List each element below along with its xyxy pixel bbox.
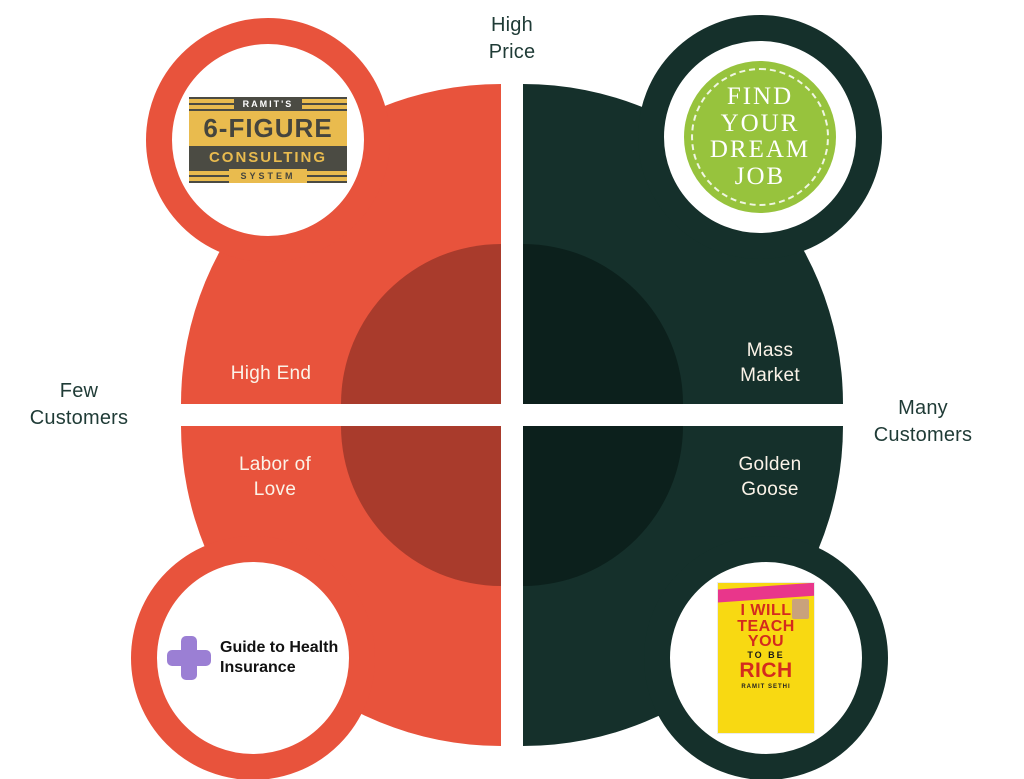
logo-subtitle-text: CONSULTING: [189, 146, 347, 169]
axis-label-line: Price: [488, 41, 536, 63]
quadrant-label-line: Golden: [738, 454, 802, 475]
dream-job-logo-text: FIND YOUR DREAM JOB: [709, 83, 811, 190]
health-title-line: Guide to Health: [220, 639, 339, 657]
logo-system-text: SYSTEM: [229, 169, 307, 183]
quadrant-label-mass-market: Mass Market: [710, 338, 830, 388]
badge-health-insurance: Guide to Health Insurance: [131, 536, 375, 779]
six-figure-consulting-logo: RAMIT'S 6-FIGURE CONSULTING SYSTEM: [189, 97, 347, 183]
author-photo: [792, 599, 809, 619]
quadrant-label-line: Mass: [746, 339, 794, 361]
logo-title-text: 6-FIGURE: [189, 111, 347, 146]
quadrant-label-high-end: High End: [211, 361, 331, 386]
quadrant-label-line: Love: [253, 479, 297, 501]
medical-plus-icon: [167, 636, 211, 680]
book-title-line: TEACH: [737, 617, 795, 635]
book-title-line: I WILL: [740, 602, 792, 619]
axis-label-line: Few: [59, 380, 99, 402]
badge-six-figure-consulting: RAMIT'S 6-FIGURE CONSULTING SYSTEM: [146, 18, 390, 262]
axis-label-line: Customers: [29, 407, 129, 429]
quadrant-label-line: Market: [740, 364, 800, 386]
quadrant-label-line: Labor of: [238, 454, 312, 475]
dashed-ring-decoration: [691, 68, 829, 206]
health-insurance-logo: Guide to Health Insurance: [167, 636, 339, 680]
logo-line: JOB: [734, 162, 786, 190]
health-insurance-title: Guide to Health Insurance: [220, 638, 338, 677]
book-author-name: RAMIT SETHI: [741, 684, 791, 691]
quadrant-label-labor-of-love: Labor of Love: [215, 452, 335, 502]
axis-label-line: Customers: [873, 424, 973, 446]
center-circle-quarter: [341, 426, 501, 586]
book-title-line: RICH: [739, 658, 793, 682]
logo-line: YOUR: [720, 109, 800, 137]
axis-label-few-customers: Few Customers: [14, 378, 144, 432]
book-title-line: YOU: [747, 633, 785, 651]
badge-find-your-dream-job: FIND YOUR DREAM JOB: [638, 15, 882, 259]
axis-label-line: High: [491, 14, 533, 36]
quadrant-label-line: High End: [230, 362, 312, 384]
quadrant-label-golden-goose: Golden Goose: [710, 452, 830, 502]
axis-label-many-customers: Many Customers: [858, 395, 988, 449]
dream-job-logo: FIND YOUR DREAM JOB: [684, 61, 836, 213]
center-circle-quarter: [341, 244, 501, 404]
axis-label-line: Many: [898, 397, 948, 419]
book-title-line: TO BE: [747, 650, 785, 661]
badge-book-rich: I WILL TEACH YOU TO BE RICH RAMIT SETHI: [644, 536, 888, 779]
quadrant-label-line: Goose: [741, 479, 799, 501]
logo-line: DREAM: [709, 136, 811, 163]
center-circle-quarter: [523, 244, 683, 404]
logo-brand-text: RAMIT'S: [233, 97, 303, 111]
book-cover: I WILL TEACH YOU TO BE RICH RAMIT SETHI: [718, 583, 814, 733]
center-circle-quarter: [523, 426, 683, 586]
health-title-line: Insurance: [220, 659, 296, 676]
axis-label-high-price: High Price: [489, 12, 536, 66]
logo-line: FIND: [726, 83, 794, 110]
